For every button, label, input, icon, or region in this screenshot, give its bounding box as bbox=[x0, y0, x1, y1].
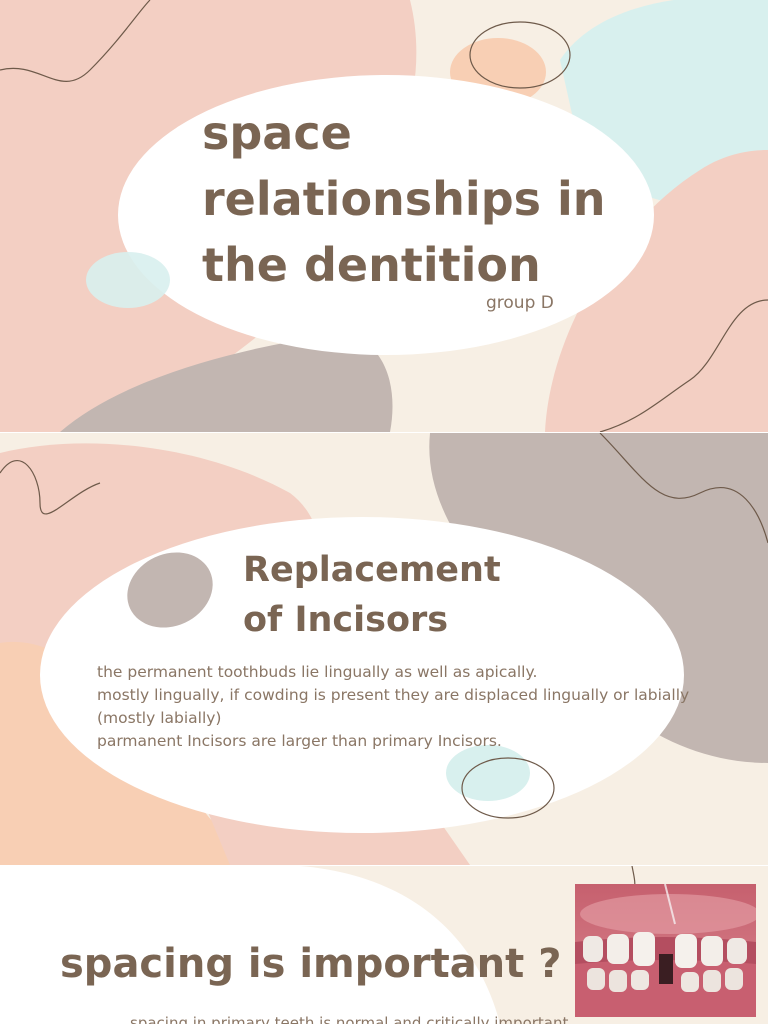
slide-incisors-heading: Replacement of Incisors bbox=[243, 550, 501, 640]
slide-title: space relationships in the dentition gro… bbox=[0, 0, 768, 432]
slide-title-heading: space relationships in the dentition bbox=[202, 106, 606, 292]
teeth-photo bbox=[575, 884, 756, 1017]
slide-divider bbox=[0, 432, 768, 433]
body-line: (mostly labially) bbox=[97, 709, 222, 727]
slide-subtitle: group D bbox=[486, 293, 554, 313]
slide-divider bbox=[0, 865, 768, 866]
slide-spacing: spacing is important ? spacing in primar… bbox=[0, 866, 768, 1024]
slide-spacing-body: spacing in primary teeth is normal and c… bbox=[130, 1014, 569, 1024]
body-line: mostly lingually, if cowding is present … bbox=[97, 686, 690, 704]
slide-background bbox=[0, 0, 768, 432]
slide-incisors-body: the permanent toothbuds lie lingually as… bbox=[97, 661, 717, 753]
body-line: the permanent toothbuds lie lingually as… bbox=[97, 663, 538, 681]
slide-spacing-heading: spacing is important ? bbox=[60, 941, 562, 987]
slide-incisors: Replacement of Incisors the permanent to… bbox=[0, 433, 768, 865]
body-line: parmanent Incisors are larger than prima… bbox=[97, 732, 502, 750]
slide-background bbox=[0, 433, 768, 865]
